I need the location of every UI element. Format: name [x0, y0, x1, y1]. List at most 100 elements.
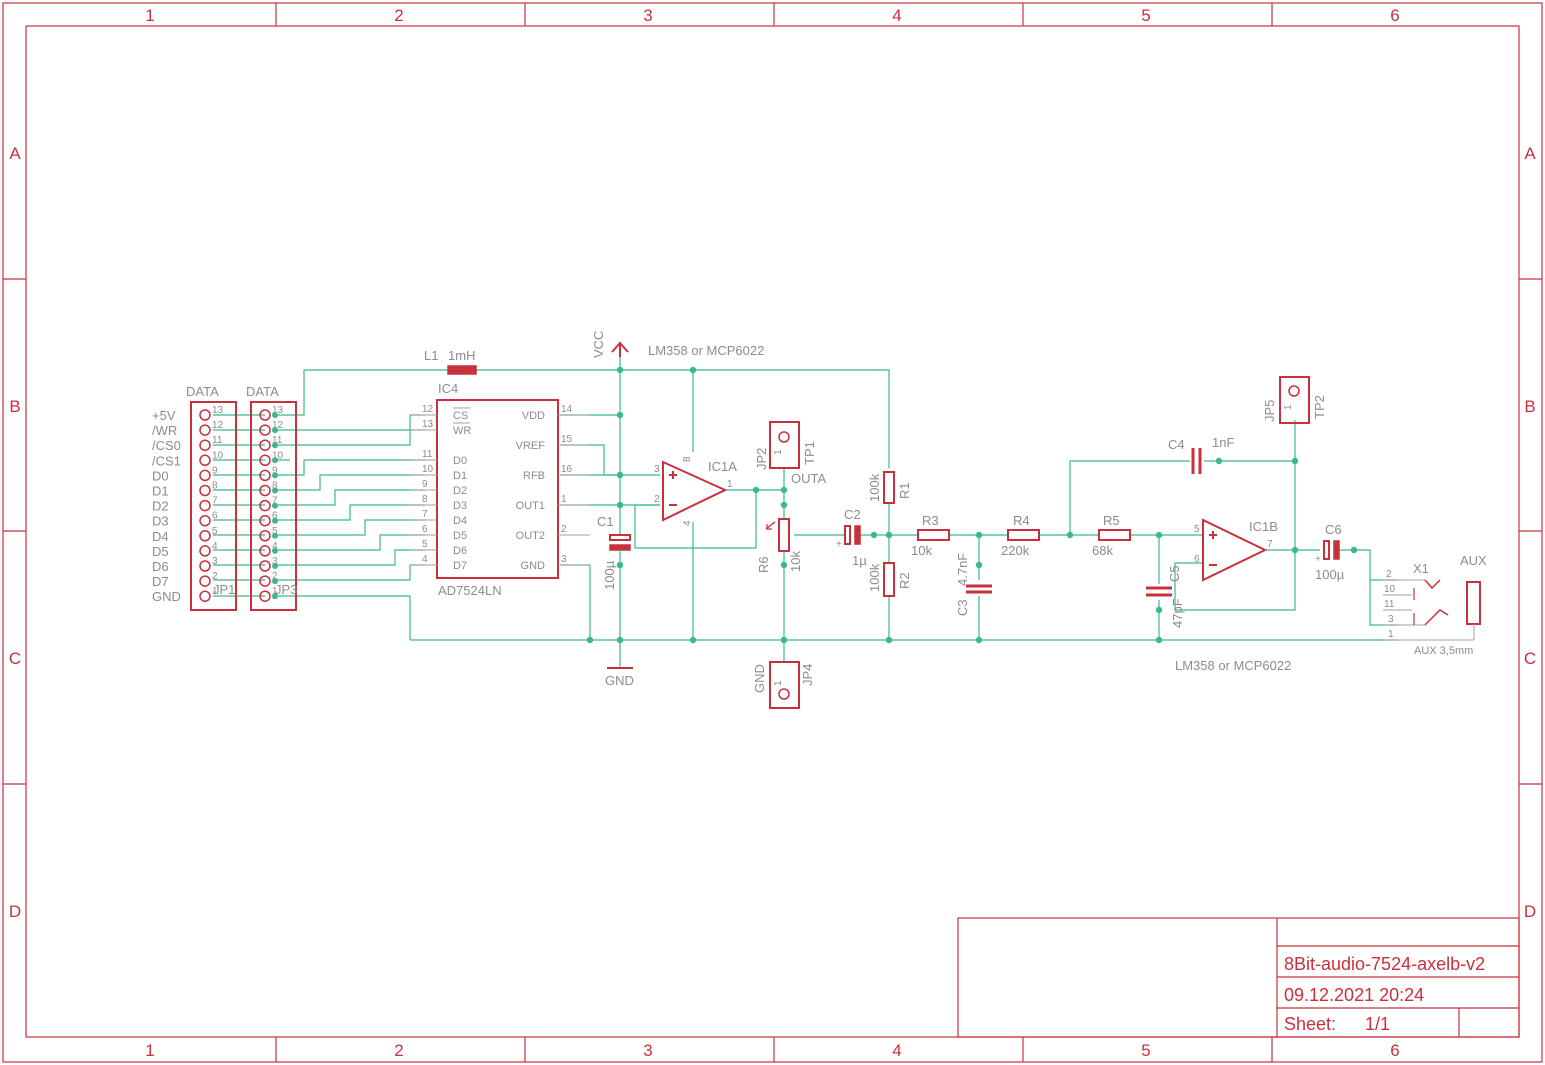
l1-value: 1mH — [448, 348, 475, 363]
jp4-pin: 1 — [773, 680, 784, 686]
jp3-pin-pad — [259, 560, 271, 572]
jp3-name: JP3 — [275, 582, 297, 597]
ic4-pin-label: D5 — [453, 530, 467, 542]
jp1-pin-pad — [199, 439, 211, 451]
ic4-pin-number: 3 — [561, 554, 567, 565]
jp4-name: JP4 — [800, 664, 815, 686]
r3-name: R3 — [922, 513, 939, 528]
col-label-top: 3 — [643, 6, 652, 25]
ic4-pin-number: 9 — [422, 479, 428, 490]
ic4-pin-label: VREF — [516, 440, 546, 452]
outa-label: OUTA — [791, 471, 826, 486]
resistor-r2: 100k R2 — [867, 562, 912, 597]
title-block-title: 8Bit-audio-7524-axelb-v2 — [1284, 954, 1485, 974]
c4-value: 1nF — [1212, 435, 1234, 450]
jp1-pin-pad — [199, 560, 211, 572]
testpoint-jp2: JP2 TP1 1 OUTA — [754, 421, 826, 486]
jp3-pin-number: 6 — [272, 511, 278, 522]
r1-name: R1 — [897, 482, 912, 499]
ic4-pin-label: RFB — [523, 470, 545, 482]
jp1-pin-number: 1 — [212, 586, 218, 597]
audio-jack-x1: X1 2 10 11 3 1 AUX AUX 3,5mm — [1383, 553, 1487, 657]
bus-junction-dots — [272, 412, 278, 600]
r1-value: 100k — [867, 473, 882, 502]
jp3-header: DATA — [246, 384, 279, 399]
gnd-symbol-label: GND — [605, 673, 634, 688]
capacitor-c4: C4 1nF — [1168, 435, 1234, 474]
jp1-pin-number: 3 — [212, 556, 218, 567]
ic4-pin-label: VDD — [522, 410, 545, 422]
vcc-symbol: VCC — [591, 331, 629, 358]
bus-junction — [272, 442, 278, 449]
frame-row-labels: A B C D A B C D — [9, 144, 1536, 921]
x1-pin: 11 — [1384, 599, 1395, 610]
jp1-signal-label: D5 — [152, 544, 169, 559]
col-label-top: 4 — [892, 6, 901, 25]
c5-value: 47pF — [1170, 598, 1185, 628]
connector-jp1: DATA JP1 — [186, 384, 237, 611]
junction-dots — [586, 366, 1358, 644]
jp5-pin: 1 — [1283, 404, 1294, 410]
r2-name: R2 — [897, 572, 912, 589]
jp1-pin-pad — [199, 424, 211, 436]
row-label-left: A — [9, 144, 21, 163]
jp1-signal-label: /WR — [152, 423, 177, 438]
jp1-pin-pad — [199, 484, 211, 497]
ic1b-pin-out: 7 — [1267, 539, 1273, 550]
row-label-right: D — [1524, 902, 1536, 921]
c2-name: C2 — [844, 507, 861, 522]
jp1-pin-pad — [199, 530, 211, 542]
jp1-pin-number: 12 — [212, 420, 224, 431]
aux-name: AUX — [1460, 553, 1487, 568]
jp3-pin-number: 12 — [272, 420, 284, 431]
c6-value: 100µ — [1315, 567, 1345, 582]
jp3-pin-pad — [259, 545, 271, 557]
bus-junction — [272, 487, 278, 494]
jp1-pin-number: 6 — [212, 511, 218, 522]
bus-junction — [272, 547, 278, 554]
bus-junction — [272, 412, 278, 418]
opamp-note-bottom: LM358 or MCP6022 — [1175, 658, 1291, 673]
inductor-l1: L1 1mH — [424, 348, 477, 375]
jp3-pin-pad — [259, 575, 271, 587]
ic4-name: IC4 — [438, 381, 458, 396]
jp1-pin-pad — [199, 454, 211, 467]
svg-text:+: + — [1315, 554, 1321, 565]
resistor-r1: 100k R1 — [867, 471, 912, 504]
bus-junction — [272, 427, 278, 434]
ic4-pin-label: WR — [453, 425, 471, 437]
col-label-bottom: 6 — [1390, 1041, 1399, 1060]
title-block: 8Bit-audio-7524-axelb-v2 09.12.2021 20:2… — [957, 917, 1520, 1038]
ic4-pin-label: CS — [453, 410, 468, 422]
ic1b-pin-plus: 5 — [1194, 524, 1200, 535]
ic1a-pin-minus: 2 — [654, 494, 660, 505]
jp3-pin-pad — [259, 530, 271, 542]
ic4-pin-number: 7 — [422, 509, 428, 520]
capacitor-c1: C1 100µ — [597, 514, 631, 590]
potentiometer-r6: R6 10k — [756, 518, 803, 573]
jp3-pin-pad — [259, 514, 271, 527]
jp1-signal-label: D6 — [152, 559, 169, 574]
x1-name: X1 — [1413, 561, 1429, 576]
jp3-pin-number: 7 — [272, 496, 278, 507]
jp2-pin: 1 — [773, 449, 784, 455]
jp1-signal-label: D2 — [152, 499, 169, 514]
bus-junction — [272, 532, 278, 539]
jp3-pin-pad — [259, 484, 271, 497]
jp1-header: DATA — [186, 384, 219, 399]
jp3-pin-number: 8 — [272, 481, 278, 492]
jp2-tp: TP1 — [802, 441, 817, 465]
ground-symbol: GND — [605, 667, 634, 688]
aux-value: AUX 3,5mm — [1414, 645, 1473, 657]
ic4-pin-number: 10 — [422, 464, 434, 475]
jp1-pin-number: 5 — [212, 526, 218, 537]
jp1-pin-pad — [199, 409, 211, 421]
jp3-pin-pad — [259, 454, 271, 467]
c1-value: 100µ — [602, 560, 617, 590]
c5-name: C5 — [1167, 565, 1182, 582]
bus-junction — [272, 502, 278, 509]
testpoint-jp4: GND JP4 1 — [752, 661, 815, 709]
